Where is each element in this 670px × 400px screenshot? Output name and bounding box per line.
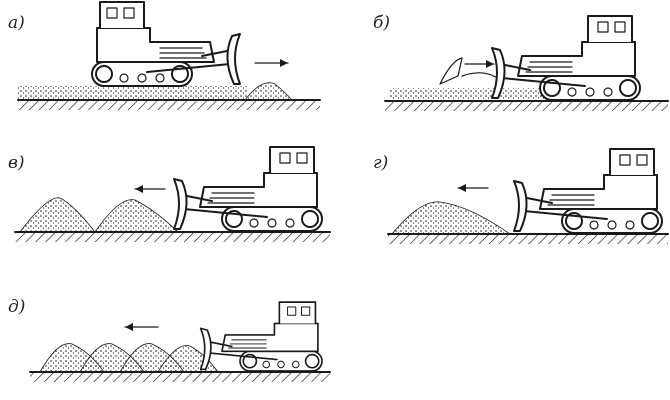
bulldozer xyxy=(91,1,241,87)
bulldozer xyxy=(491,15,641,101)
direction-arrow-left xyxy=(134,185,166,193)
bulldozer xyxy=(513,148,663,234)
soil-trace xyxy=(461,72,501,81)
soil-layer xyxy=(18,86,248,100)
soil-pile xyxy=(391,201,512,235)
bulldozer xyxy=(199,301,323,372)
ground-hatch xyxy=(385,102,668,111)
direction-arrow-right xyxy=(464,60,495,68)
panel-label-g: г) xyxy=(373,153,388,173)
ground-hatch xyxy=(18,101,320,110)
panel-label-v: в) xyxy=(8,153,25,173)
soil-pile xyxy=(94,199,179,233)
ground-hatch xyxy=(30,373,330,382)
panel-v: в) xyxy=(8,146,331,242)
soil-pile xyxy=(19,197,96,233)
panel-g: г) xyxy=(373,148,669,244)
raised-blade-outline xyxy=(439,57,463,85)
soil-pile xyxy=(244,82,293,101)
panel-label-b: б) xyxy=(373,13,390,33)
direction-arrow-left xyxy=(457,184,489,192)
panel-label-a: а) xyxy=(8,13,25,33)
panel-b: б) xyxy=(373,13,669,111)
direction-arrow-left xyxy=(124,323,159,331)
ground-hatch xyxy=(15,233,330,242)
bulldozer xyxy=(173,146,323,232)
panel-d: д) xyxy=(8,297,331,382)
panel-label-d: д) xyxy=(8,297,25,317)
ground-hatch xyxy=(388,235,668,244)
panel-a: а) xyxy=(8,1,321,110)
direction-arrow-right xyxy=(254,59,289,67)
